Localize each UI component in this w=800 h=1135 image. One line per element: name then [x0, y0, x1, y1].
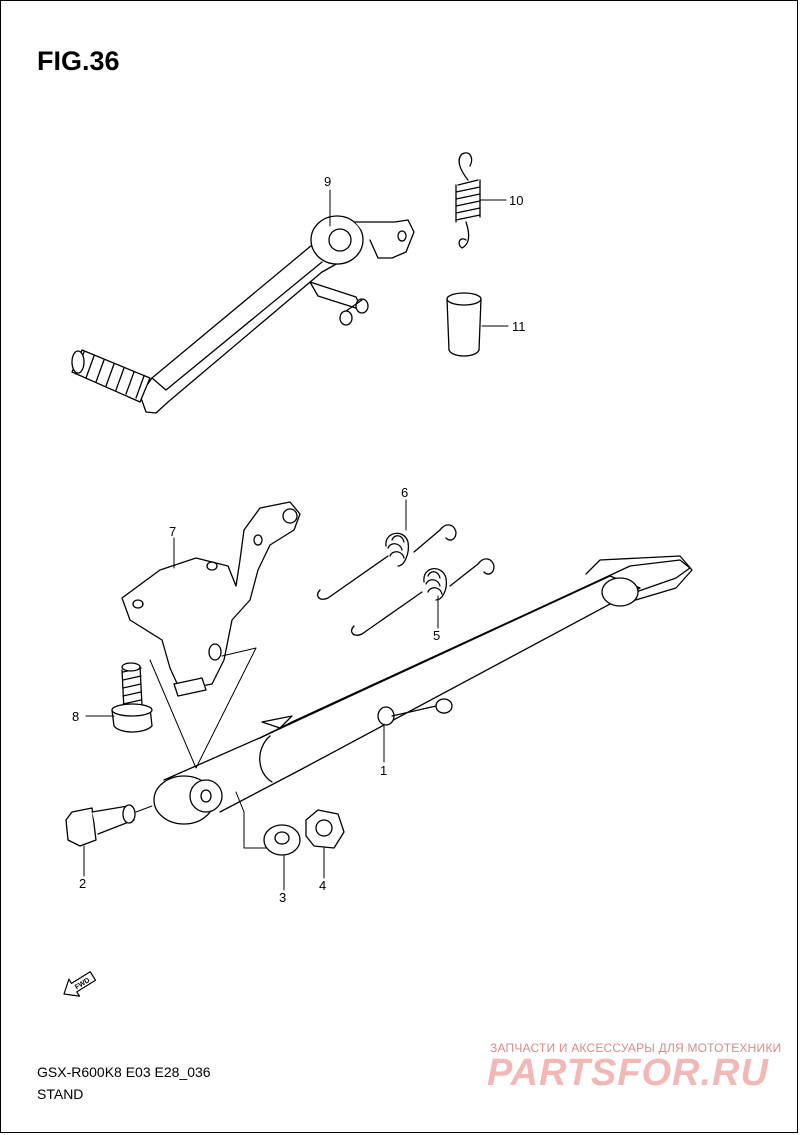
callout-3: 3	[279, 890, 286, 905]
part-6-spring	[316, 524, 457, 600]
part-11-collar	[446, 292, 482, 357]
figure-code: GSX-R600K8 E03 E28_036	[37, 1064, 211, 1080]
assembly-lines	[135, 647, 267, 849]
forward-arrow-icon: FWD	[63, 971, 97, 997]
callout-5: 5	[433, 628, 440, 643]
figure-name: STAND	[37, 1086, 84, 1102]
part-7-bracket	[121, 501, 301, 697]
part-2-pivot-bolt	[65, 804, 136, 847]
callout-6: 6	[401, 485, 408, 500]
callout-1: 1	[380, 763, 387, 778]
part-3-washer	[263, 824, 301, 856]
watermark-logo: PARTSFOR.RU	[487, 1052, 769, 1094]
fwd-label: FWD	[74, 977, 91, 991]
part-1-side-stand	[153, 555, 693, 825]
callout-11: 11	[512, 319, 526, 334]
part-10-spring	[455, 152, 481, 249]
callout-10: 10	[509, 193, 523, 208]
part-5-spring	[350, 558, 495, 636]
part-8-bolt	[111, 662, 153, 733]
figure-title: FIG.36	[37, 46, 120, 76]
callout-7: 7	[169, 524, 176, 539]
callout-2: 2	[79, 876, 86, 891]
watermark-tagline: ЗАПЧАСТИ И АКСЕССУАРЫ ДЛЯ МОТОТЕХНИКИ	[490, 1041, 782, 1055]
callout-8: 8	[72, 709, 79, 724]
part-4-nut	[305, 809, 345, 849]
part-9-pedal	[71, 215, 415, 414]
leader-lines	[83, 189, 509, 891]
callout-9: 9	[324, 174, 331, 189]
callout-4: 4	[319, 878, 326, 893]
